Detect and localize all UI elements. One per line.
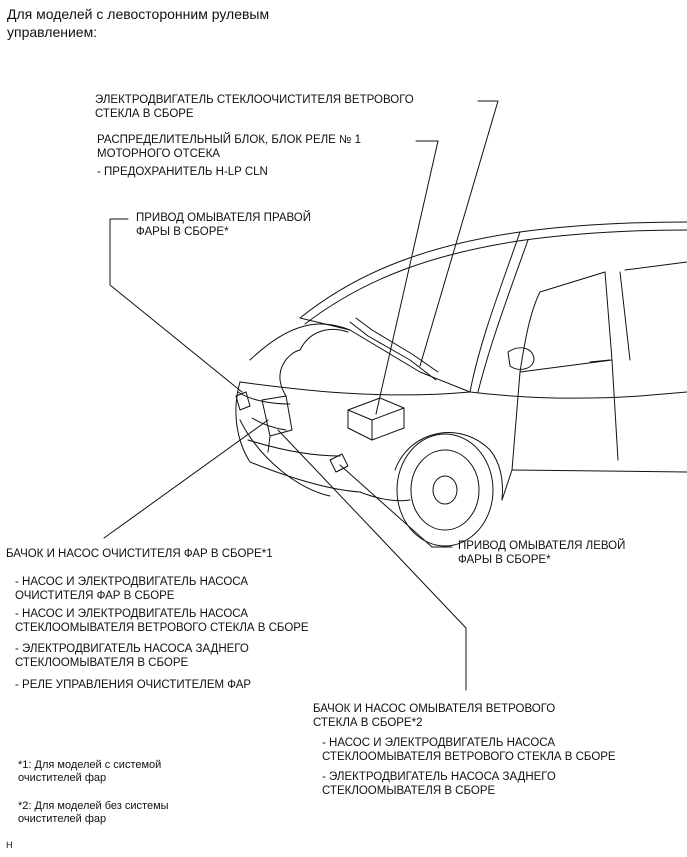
callout-washer-tank-title: БАЧОК И НАСОС ОМЫВАТЕЛЯ ВЕТРОВОГО СТЕКЛА…	[313, 703, 556, 729]
page-header: Для моделей с левосторонним рулевым упра…	[7, 6, 270, 40]
corner-mark: H	[6, 840, 13, 850]
callout-right-actuator: ПРИВОД ОМЫВАТЕЛЯ ПРАВОЙ ФАРЫ В СБОРЕ*	[136, 212, 312, 238]
headlamp-tank-item: - ЭЛЕКТРОДВИГАТЕЛЬ НАСОСА ЗАДНЕГО СТЕКЛО…	[15, 643, 249, 669]
callout-headlamp-tank-title: БАЧОК И НАСОС ОЧИСТИТЕЛЯ ФАР В СБОРЕ*1	[6, 548, 273, 560]
callout-wiper-motor: ЭЛЕКТРОДВИГАТЕЛЬ СТЕКЛООЧИСТИТЕЛЯ ВЕТРОВ…	[95, 94, 414, 120]
footnote-1: *1: Для моделей с системой очистителей ф…	[18, 759, 162, 784]
washer-tank-item: - НАСОС И ЭЛЕКТРОДВИГАТЕЛЬ НАСОСА СТЕКЛО…	[322, 737, 616, 763]
callout-relay-block-fuse: - ПРЕДОХРАНИТЕЛЬ H-LP CLN	[97, 166, 268, 178]
headlamp-tank-item: - НАСОС И ЭЛЕКТРОДВИГАТЕЛЬ НАСОСА ОЧИСТИ…	[15, 576, 249, 602]
engine-components	[235, 317, 439, 497]
headlamp-tank-item: - РЕЛЕ УПРАВЛЕНИЯ ОЧИСТИТЕЛЕМ ФАР	[15, 679, 252, 691]
callout-relay-block: РАСПРЕДЕЛИТЕЛЬНЫЙ БЛОК, БЛОК РЕЛЕ № 1 МО…	[97, 134, 361, 160]
footnote-2: *2: Для моделей без системы очистителей …	[18, 800, 169, 825]
leader-lines	[103, 100, 499, 691]
headlamp-tank-item: - НАСОС И ЭЛЕКТРОДВИГАТЕЛЬ НАСОСА СТЕКЛО…	[15, 608, 309, 634]
car-outline	[235, 221, 687, 547]
washer-tank-item: - ЭЛЕКТРОДВИГАТЕЛЬ НАСОСА ЗАДНЕГО СТЕКЛО…	[322, 771, 556, 797]
callout-left-actuator: ПРИВОД ОМЫВАТЕЛЯ ЛЕВОЙ ФАРЫ В СБОРЕ*	[458, 540, 626, 566]
